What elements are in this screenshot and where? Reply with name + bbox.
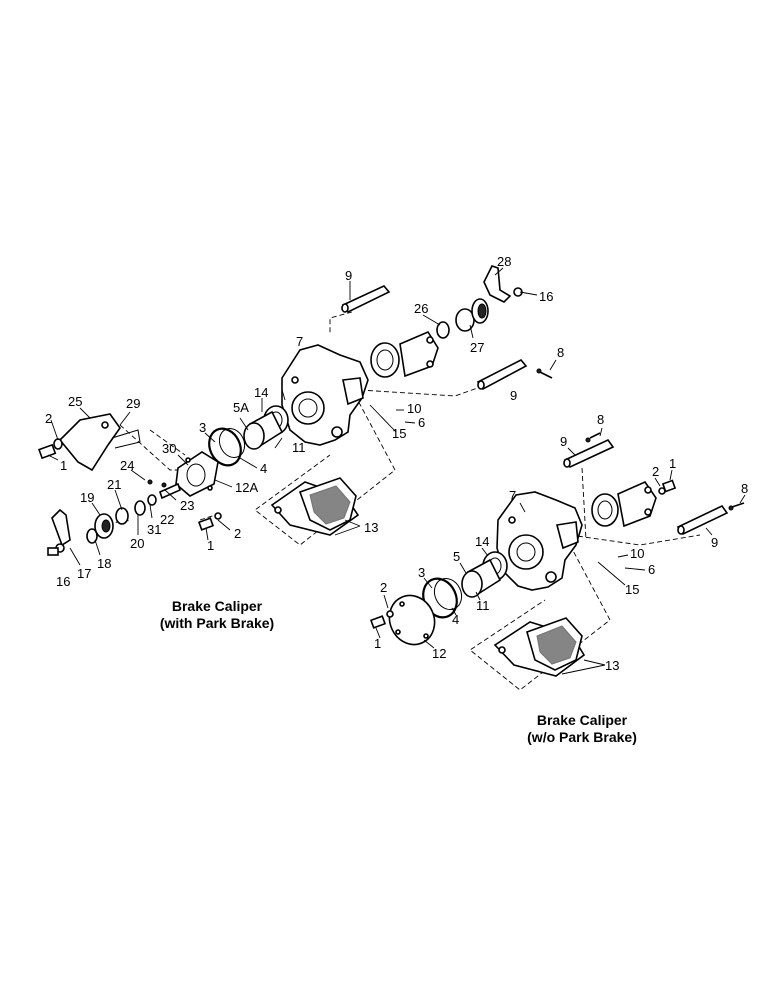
caliper-housing-7 <box>281 344 369 446</box>
callout-31: 31 <box>147 522 161 537</box>
actuator-26-27 <box>436 298 489 339</box>
callout-2-lower: 2 <box>380 580 387 595</box>
bracket-25 <box>58 413 121 472</box>
guide-pin-9-upper <box>563 438 615 469</box>
callout-8-lower: 8 <box>741 481 748 496</box>
callout-11: 11 <box>292 440 306 455</box>
guide-pin-9-upper <box>341 285 391 314</box>
guide-pin-9-lower <box>676 504 729 536</box>
callout-16-lower: 16 <box>56 574 70 589</box>
caption-without-park-line1: Brake Caliper <box>537 712 628 728</box>
guide-pin-8-lower <box>728 502 745 511</box>
callout-7: 7 <box>296 334 303 349</box>
callout-24: 24 <box>120 458 134 473</box>
guide-pin-8-upper <box>585 432 601 443</box>
callout-13: 13 <box>364 520 378 535</box>
park-brake-cylinder <box>370 330 439 378</box>
callout-9-upper: 9 <box>560 434 567 449</box>
caption-with-park-line1: Brake Caliper <box>172 598 263 614</box>
left-leader-lines <box>47 267 557 566</box>
callout-9-upper: 9 <box>345 268 352 283</box>
seal-rings-3-4 <box>208 427 246 467</box>
right-callouts: 8 9 2 1 8 7 9 14 5 3 10 6 15 11 4 2 1 12… <box>374 412 748 673</box>
callout-30: 30 <box>162 441 176 456</box>
callout-18: 18 <box>97 556 111 571</box>
callout-3: 3 <box>418 565 425 580</box>
callout-7: 7 <box>509 488 516 503</box>
callout-20: 20 <box>130 536 144 551</box>
callout-23: 23 <box>180 498 194 513</box>
callout-14: 14 <box>254 385 268 400</box>
callout-1-lower: 1 <box>207 538 214 553</box>
callout-9-lower: 9 <box>711 535 718 550</box>
callout-12a: 12A <box>235 480 258 495</box>
callout-15: 15 <box>625 582 639 597</box>
callout-29: 29 <box>126 396 140 411</box>
callout-28: 28 <box>497 254 511 269</box>
callout-1-lower: 1 <box>374 636 381 651</box>
callout-8-upper: 8 <box>597 412 604 427</box>
caliper-with-park-brake: 1 2 25 29 30 24 3 5A 14 7 9 26 28 16 27 … <box>38 254 564 631</box>
callout-10: 10 <box>407 401 421 416</box>
callout-11: 11 <box>476 598 490 613</box>
callout-4: 4 <box>260 461 267 476</box>
lever-17 <box>51 508 71 553</box>
callout-8: 8 <box>557 345 564 360</box>
callout-25: 25 <box>68 394 82 409</box>
callout-15: 15 <box>392 426 406 441</box>
caliper-without-park-brake: 8 9 2 1 8 7 9 14 5 3 10 6 15 11 4 2 1 12… <box>369 412 748 745</box>
guide-pin-9-lower <box>476 358 553 391</box>
callout-3: 3 <box>199 420 206 435</box>
bolt-1-washer-2-lower <box>197 512 222 531</box>
brake-pads-13-right <box>493 617 586 677</box>
callout-10: 10 <box>630 546 644 561</box>
callout-9-lower: 9 <box>510 388 517 403</box>
callout-17: 17 <box>77 566 91 581</box>
callout-2-upper: 2 <box>652 464 659 479</box>
callout-22: 22 <box>160 512 174 527</box>
bolt-1-washer-2-upper-right <box>658 479 677 495</box>
callout-2: 2 <box>45 411 52 426</box>
callout-5a: 5A <box>233 400 249 415</box>
callout-19: 19 <box>80 490 94 505</box>
end-cover-12a <box>175 451 219 497</box>
callout-14: 14 <box>475 534 489 549</box>
caliper-housing-7 <box>496 491 583 591</box>
spring-29 <box>111 429 141 449</box>
right-guide-lines <box>469 467 701 691</box>
callout-5: 5 <box>453 549 460 564</box>
callout-13: 13 <box>605 658 619 673</box>
callout-16-upper: 16 <box>539 289 553 304</box>
callout-6: 6 <box>648 562 655 577</box>
piston-5-right <box>461 558 502 598</box>
callout-12: 12 <box>432 646 446 661</box>
bolt-16-lower <box>47 547 59 556</box>
piston-5a <box>243 410 284 450</box>
callout-21: 21 <box>107 477 121 492</box>
brake-pads-13 <box>270 477 360 536</box>
piston-cylinder-right <box>591 480 657 528</box>
left-callouts: 1 2 25 29 30 24 3 5A 14 7 9 26 28 16 27 … <box>45 254 564 589</box>
end-cover-12 <box>388 594 436 646</box>
bolt-1-washer-2-upper <box>38 438 63 460</box>
right-leader-lines <box>375 427 746 675</box>
callout-26: 26 <box>414 301 428 316</box>
park-brake-lever-28 <box>483 265 523 303</box>
bolt-1-washer-2-lower-right <box>369 610 394 629</box>
callout-6: 6 <box>418 415 425 430</box>
adjuster-stack <box>86 479 181 544</box>
callout-27: 27 <box>470 340 484 355</box>
callout-2-lower: 2 <box>234 526 241 541</box>
callout-1: 1 <box>60 458 67 473</box>
caption-without-park-line2: (w/o Park Brake) <box>527 729 637 745</box>
callout-1-upper: 1 <box>669 456 676 471</box>
callout-4: 4 <box>452 612 459 627</box>
caption-with-park-line2: (with Park Brake) <box>160 615 274 631</box>
